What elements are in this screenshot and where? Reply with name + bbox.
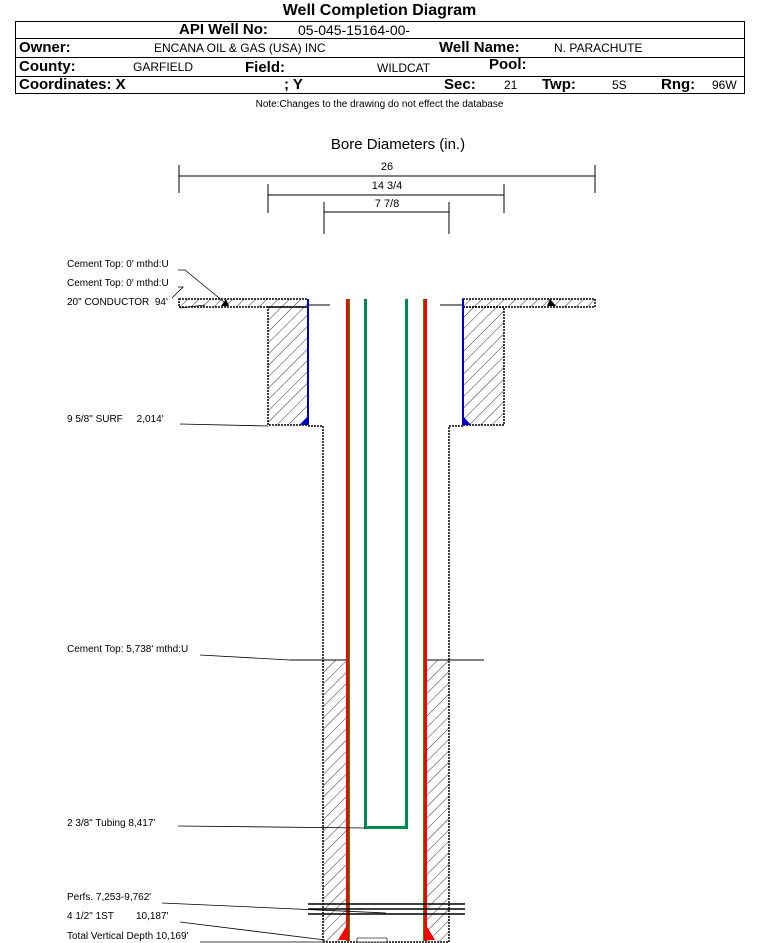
conductor-cement (178, 298, 596, 308)
label-cement-top-1: Cement Top: 0' mthd:U (67, 259, 169, 270)
owner-value: ENCANA OIL & GAS (USA) INC (154, 41, 326, 55)
diameter-7-7-8: 7 7/8 (375, 198, 399, 210)
perforations (308, 903, 465, 915)
leader-lines (161, 269, 387, 943)
county-value: GARFIELD (133, 60, 194, 74)
pool-label: Pool: (489, 56, 527, 73)
twp-value: 5S (612, 78, 627, 92)
field-label: Field: (245, 59, 285, 76)
diameter-14-3-4: 14 3/4 (372, 180, 403, 192)
bore-title: Bore Diameters (in.) (331, 136, 465, 153)
production-casing (346, 299, 427, 941)
label-surface-casing: 9 5/8" SURF 2,014' (67, 414, 164, 425)
sec-label: Sec: (444, 76, 476, 93)
coord-y-label: ; Y (284, 76, 303, 93)
twp-label: Twp: (542, 76, 576, 93)
county-label: County: (19, 58, 76, 75)
diagram-labels: Cement Top: 0' mthd:U Cement Top: 0' mth… (67, 259, 189, 942)
owner-row: Owner: ENCANA OIL & GAS (USA) INC Well N… (16, 39, 744, 58)
label-cement-top-2: Cement Top: 0' mthd:U (67, 278, 169, 289)
dimension-lines (178, 165, 596, 234)
api-value: 05-045-15164-00- (298, 22, 411, 38)
label-conductor: 20" CONDUCTOR 94' (67, 297, 168, 308)
sec-value: 21 (504, 78, 518, 92)
surface-cement (267, 299, 505, 426)
label-tvd: Total Vertical Depth 10,169' (67, 931, 189, 942)
api-row: API Well No: 05-045-15164-00- (16, 21, 744, 39)
field-value: WILDCAT (377, 61, 431, 75)
production-cement (290, 659, 484, 942)
page-title: Well Completion Diagram (282, 2, 477, 19)
api-label: API Well No: (179, 21, 268, 38)
diameter-26: 26 (381, 161, 393, 173)
owner-label: Owner: (19, 39, 71, 56)
note: Note:Changes to the drawing do not effec… (255, 99, 504, 110)
well-name-label: Well Name: (439, 39, 520, 56)
coordinates-row: Coordinates: X ; Y Sec: 21 Twp: 5S Rng: … (16, 76, 744, 93)
label-tubing: 2 3/8" Tubing 8,417' (67, 818, 155, 829)
rng-label: Rng: (661, 76, 696, 93)
county-row: County: GARFIELD Field: WILDCAT Pool: (16, 56, 744, 77)
bottom-plug (356, 937, 388, 943)
label-cement-top-prod: Cement Top: 5,738' mthd:U (67, 644, 188, 655)
label-perfs: Perfs. 7,253-9,762' (67, 892, 151, 903)
well-header-table: API Well No: 05-045-15164-00- Owner: ENC… (15, 21, 745, 94)
rng-value: 96W (712, 78, 737, 92)
coord-x-label: Coordinates: X (19, 76, 126, 93)
label-production-casing: 4 1/2" 1ST 10,187' (67, 911, 169, 922)
well-name-value: N. PARACHUTE (554, 41, 643, 55)
tubing (364, 299, 408, 829)
